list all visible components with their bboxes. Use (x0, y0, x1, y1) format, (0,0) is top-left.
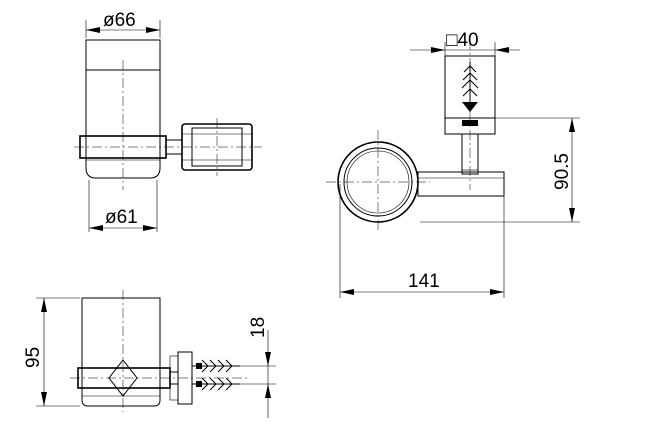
front-view: ø66 ø61 (74, 10, 262, 232)
dim-side-height: 95 (23, 347, 44, 368)
side-view: 95 18 (23, 290, 276, 418)
dim-side-offset: 18 (248, 317, 269, 338)
screw-anchor-icon (192, 377, 240, 391)
top-view: □40 90.5 141 (326, 30, 580, 298)
dim-mount-square: □40 (446, 30, 479, 51)
dim-front-bottom-diameter: ø61 (105, 207, 138, 228)
dim-front-top-diameter: ø66 (103, 10, 136, 31)
dim-total-depth: 141 (408, 271, 440, 292)
screw-anchor-icon (192, 359, 240, 373)
dim-height-center: 90.5 (552, 153, 573, 190)
